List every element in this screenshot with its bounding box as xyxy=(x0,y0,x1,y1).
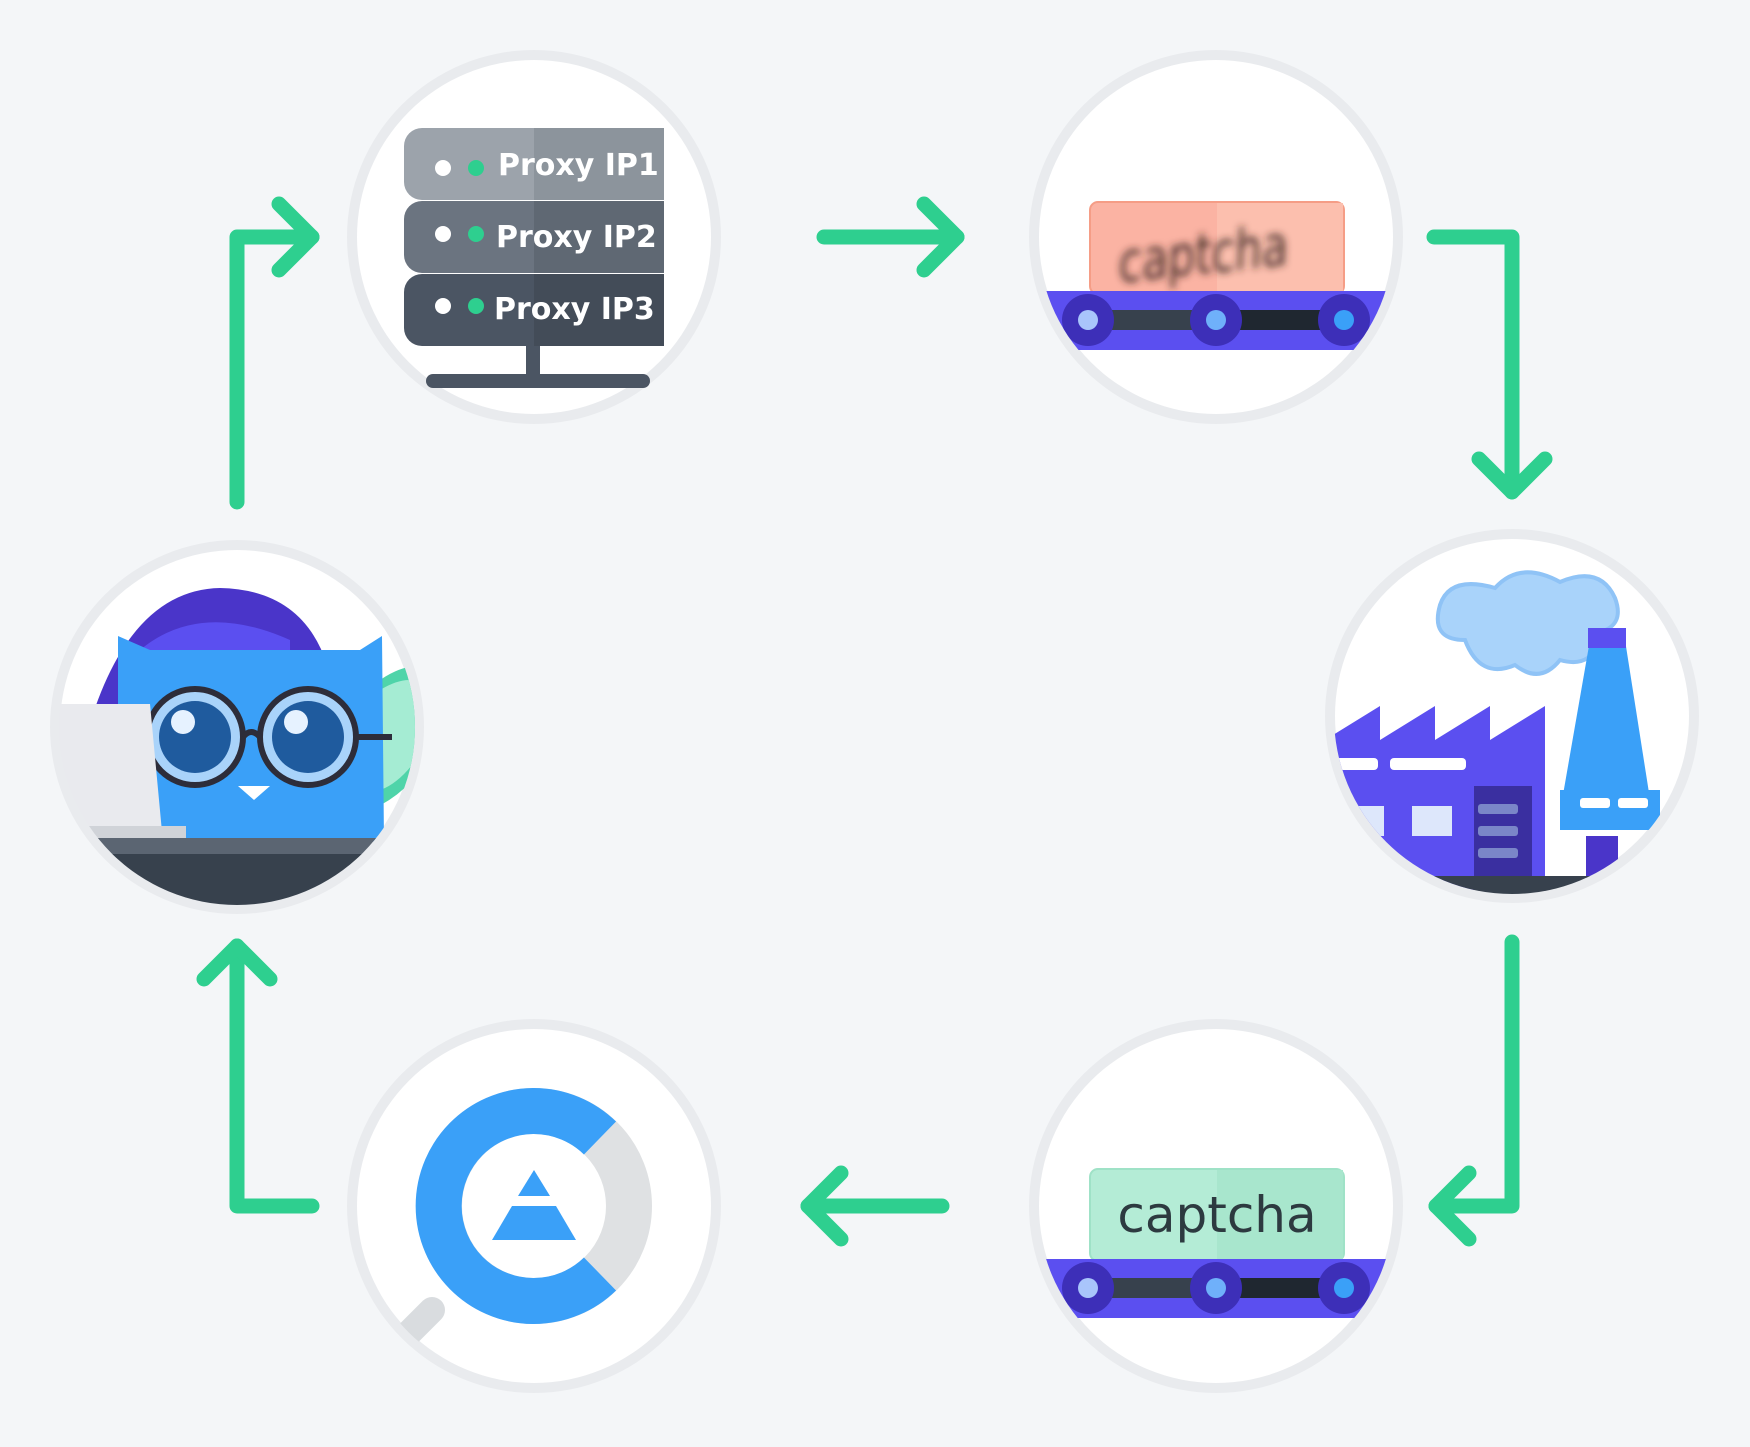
conveyor-belt xyxy=(1038,291,1394,350)
clean-captcha-node: captcha xyxy=(1029,1019,1403,1393)
arrow-proxy-to-captcha xyxy=(816,196,965,278)
magnifier-logo-icon xyxy=(387,1088,652,1355)
proxy-row-1: Proxy IP1 xyxy=(404,128,664,200)
flow-arrows xyxy=(196,196,1553,1247)
arrow-captcha-to-search xyxy=(800,1165,950,1247)
server-rack-icon: Proxy IP1 Proxy IP2 Proxy IP3 xyxy=(404,128,664,388)
proxy-row-3: Proxy IP3 xyxy=(404,274,664,346)
owl-user-node xyxy=(50,540,424,914)
proxy-server-node: Proxy IP1 Proxy IP2 Proxy IP3 xyxy=(347,50,721,424)
factory-node xyxy=(1325,529,1699,903)
search-logo-node xyxy=(347,1019,721,1393)
arrow-owl-to-proxy xyxy=(229,196,320,510)
clean-captcha-text: captcha xyxy=(1117,1186,1316,1244)
glasses-icon xyxy=(144,686,392,788)
distorted-captcha-node: captcha xyxy=(1029,50,1403,424)
cloud-icon xyxy=(1435,570,1620,676)
pyramid-icon xyxy=(518,1170,550,1196)
arrow-factory-to-captcha xyxy=(1428,934,1520,1247)
proxy-ip-3-label: Proxy IP3 xyxy=(494,292,655,327)
owl-beak xyxy=(238,786,270,800)
conveyor-belt xyxy=(1038,1259,1394,1318)
desk xyxy=(59,838,415,858)
laptop-icon xyxy=(59,704,162,832)
proxy-ip-2-label: Proxy IP2 xyxy=(496,220,657,255)
proxy-ip-1-label: Proxy IP1 xyxy=(498,148,659,183)
proxy-row-2: Proxy IP2 xyxy=(404,201,664,273)
arrow-captcha-to-factory xyxy=(1426,229,1553,500)
arrow-search-to-owl xyxy=(196,938,320,1214)
